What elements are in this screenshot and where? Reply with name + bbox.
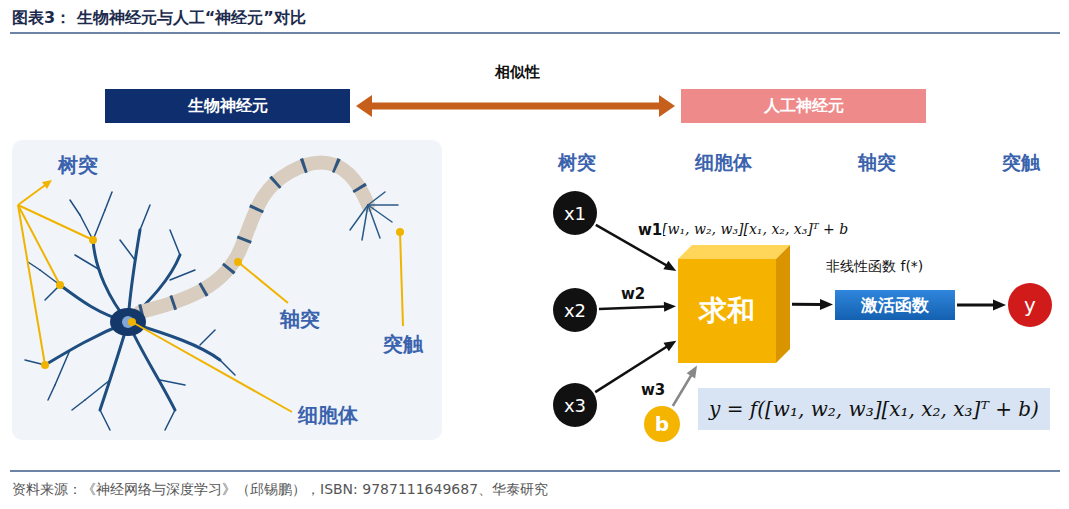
activation-box: 激活函数 xyxy=(835,290,955,320)
cube-front xyxy=(678,259,776,363)
column-header-text: 突触 xyxy=(1002,151,1040,173)
connector xyxy=(792,299,833,310)
input-node: x2 xyxy=(553,288,597,332)
edge-label: w2 xyxy=(620,284,646,303)
part-label-text: 细胞体 xyxy=(298,403,358,427)
part-label: 树突 xyxy=(58,152,98,179)
connector xyxy=(673,366,697,406)
arrowhead xyxy=(356,95,372,117)
input-node-text: x2 xyxy=(564,300,586,321)
edge-label-text: w2 xyxy=(620,285,646,303)
function-label-text: 非线性函数 f(*) xyxy=(826,258,923,274)
edge-label: 相似性 xyxy=(494,62,541,82)
column-header: 突触 xyxy=(1002,150,1040,176)
rule-line xyxy=(10,470,1060,472)
part-label-text: 突触 xyxy=(383,332,423,356)
edge-label-text: w1 xyxy=(637,221,663,239)
part-label: 突触 xyxy=(383,331,423,358)
arrowhead xyxy=(664,341,677,352)
input-node-text: x3 xyxy=(564,395,586,416)
arrowhead xyxy=(664,302,676,312)
part-label-text: 树突 xyxy=(58,153,98,177)
connector-line xyxy=(957,304,994,307)
column-header: 树突 xyxy=(558,150,596,176)
dendrites xyxy=(25,192,235,430)
formula-box: y = f([w₁, w₂, w₃][x₁, x₂, x₃]ᵀ + b) xyxy=(698,388,1050,430)
part-label-text: 轴突 xyxy=(280,307,320,331)
rule-line xyxy=(10,32,1060,34)
source-caption-text: 资料来源：《神经网络与深度学习》（邱锡鹏），ISBN: 978711164968… xyxy=(12,481,548,497)
arrowhead xyxy=(663,261,676,271)
column-header-text: 细胞体 xyxy=(695,151,752,173)
input-node: x1 xyxy=(553,191,597,235)
axon-nodes xyxy=(140,163,368,312)
bias-node: b xyxy=(644,406,680,442)
title-band-text: 生物神经元 xyxy=(188,96,268,117)
connector xyxy=(957,300,1006,311)
title-band: 生物神经元 xyxy=(105,89,350,123)
leader-lines xyxy=(18,180,404,412)
connector-line xyxy=(371,103,660,110)
connector xyxy=(356,95,675,117)
sum-cube-text: 求和 xyxy=(699,292,755,330)
column-header: 轴突 xyxy=(858,150,896,176)
part-label: 轴突 xyxy=(280,306,320,333)
column-header-text: 树突 xyxy=(558,151,596,173)
cube-top xyxy=(678,245,790,259)
bias-node-text: b xyxy=(655,412,669,436)
connector-line xyxy=(673,375,692,406)
edge-label-text: w3 xyxy=(640,381,666,399)
source-caption: 资料来源：《神经网络与深度学习》（邱锡鹏），ISBN: 978711164968… xyxy=(12,479,548,499)
figure-title: 图表3： 生物神经元与人工“神经元”对比 xyxy=(12,8,306,29)
title-band: 人工神经元 xyxy=(681,89,926,123)
column-header-text: 轴突 xyxy=(858,151,896,173)
cell-body xyxy=(110,308,146,336)
neuron-background xyxy=(12,140,442,440)
connector xyxy=(599,302,676,312)
input-node: x3 xyxy=(553,383,597,427)
output-node-text: y xyxy=(1024,293,1036,317)
part-label: 细胞体 xyxy=(298,402,358,429)
axon-terminal xyxy=(350,192,398,240)
function-label: 非线性函数 f(*) xyxy=(826,256,923,276)
edge-label: w3 xyxy=(640,380,666,399)
sum-cube: 求和 xyxy=(678,245,790,363)
formula-label: [w₁, w₂, w₃][x₁, x₂, x₃]ᵀ + b xyxy=(662,219,848,238)
arrowhead xyxy=(687,366,697,379)
formula-box-text: y = f([w₁, w₂, w₃][x₁, x₂, x₃]ᵀ + b) xyxy=(709,397,1039,421)
cube-side xyxy=(776,245,790,363)
arrowhead xyxy=(820,299,833,310)
arrowhead xyxy=(659,95,675,117)
figure-title-text: 图表3： 生物神经元与人工“神经元”对比 xyxy=(12,8,306,27)
edge-label: w1 xyxy=(637,220,663,239)
formula-label-text: [w₁, w₂, w₃][x₁, x₂, x₃]ᵀ + b xyxy=(662,221,848,237)
input-node-text: x1 xyxy=(564,203,586,224)
edge-label-text: 相似性 xyxy=(494,63,541,81)
connector-line xyxy=(599,307,665,309)
column-header: 细胞体 xyxy=(695,150,752,176)
arrowhead xyxy=(993,300,1006,311)
title-band-text: 人工神经元 xyxy=(764,96,844,117)
axon xyxy=(140,163,368,312)
cube-face: 求和 xyxy=(678,259,776,363)
connector-line xyxy=(792,303,821,306)
output-node: y xyxy=(1008,283,1052,327)
activation-box-text: 激活函数 xyxy=(861,294,929,317)
